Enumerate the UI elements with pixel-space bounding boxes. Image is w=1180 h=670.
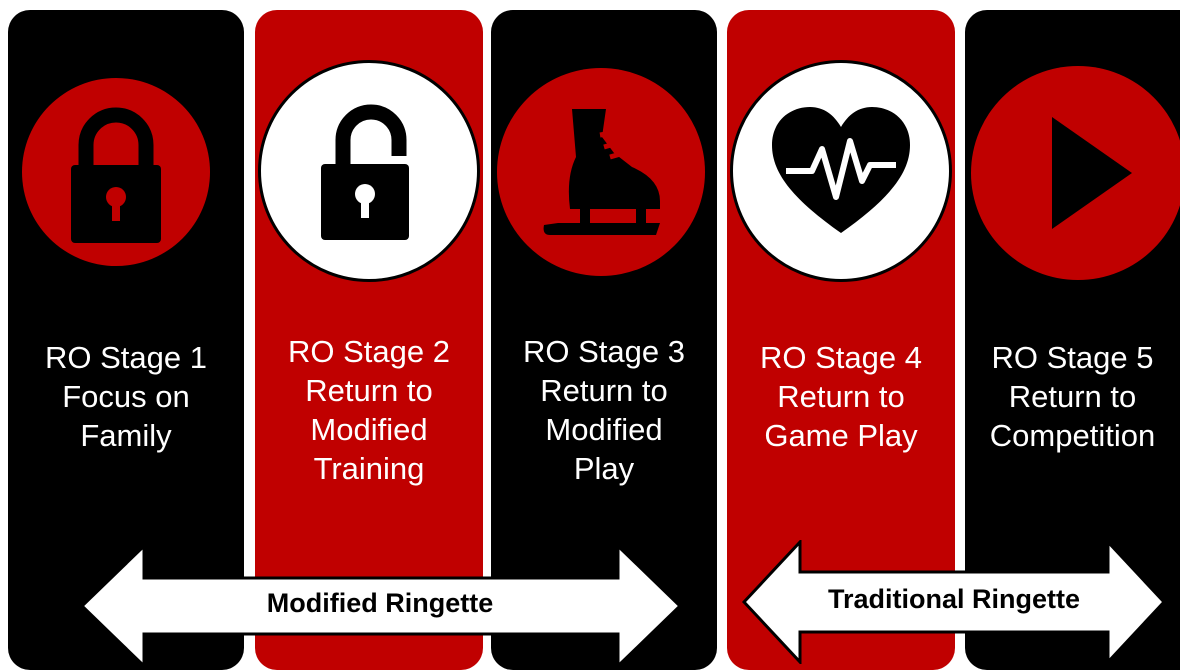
- stage-2-line-4: Training: [313, 451, 425, 486]
- modified-ringette-arrow: [80, 544, 682, 668]
- stage-3-line-1: RO Stage 3: [523, 334, 685, 369]
- stage-4-label: RO Stage 4 Return to Game Play: [727, 338, 955, 455]
- stage-1-label: RO Stage 1 Focus on Family: [8, 338, 244, 455]
- stage-1-line-3: Family: [80, 418, 172, 453]
- traditional-ringette-label: Traditional Ringette: [827, 584, 1081, 614]
- stage-3-column: RO Stage 3 Return to Modified Play: [491, 10, 717, 670]
- stage-4-circle: [730, 60, 952, 282]
- stage-2-label: RO Stage 2 Return to Modified Training: [255, 332, 483, 488]
- skate-icon: [543, 109, 660, 235]
- stage-4-line-1: RO Stage 4: [760, 340, 922, 375]
- stage-5-line-3: Competition: [989, 418, 1156, 453]
- play-icon: [1052, 117, 1132, 229]
- traditional-ringette-arrow: [742, 540, 1166, 664]
- stage-1-line-1: RO Stage 1: [45, 340, 207, 375]
- stage-2-line-3: Modified: [310, 412, 428, 447]
- stage-2-column: RO Stage 2 Return to Modified Training: [255, 10, 483, 670]
- stage-4-line-3: Game Play: [764, 418, 918, 453]
- stage-2-line-1: RO Stage 2: [288, 334, 450, 369]
- stage-5-line-2: Return to: [1008, 379, 1137, 414]
- stage-3-line-2: Return to: [540, 373, 668, 408]
- lock-closed-icon: [71, 107, 161, 243]
- stage-3-line-3: Modified: [545, 412, 663, 447]
- stage-4-line-2: Return to: [777, 379, 905, 414]
- modified-ringette-label: Modified Ringette: [266, 588, 494, 618]
- stage-4-column: RO Stage 4 Return to Game Play: [727, 10, 955, 670]
- stage-1-circle: [22, 78, 210, 266]
- stage-5-line-1: RO Stage 5: [991, 340, 1154, 375]
- stage-2-circle: [258, 60, 480, 282]
- stage-1-column: RO Stage 1 Focus on Family: [8, 10, 244, 670]
- stage-3-line-4: Play: [573, 451, 635, 486]
- heartbeat-icon: [772, 107, 910, 233]
- stage-3-circle: [497, 68, 705, 276]
- stage-2-line-2: Return to: [305, 373, 433, 408]
- stage-5-circle: [971, 66, 1180, 280]
- stage-5-column: RO Stage 5 Return to Competition: [965, 10, 1180, 670]
- stage-3-label: RO Stage 3 Return to Modified Play: [491, 332, 717, 488]
- stage-5-label: RO Stage 5 Return to Competition: [965, 338, 1180, 455]
- lock-open-icon: [321, 104, 409, 240]
- stage-1-line-2: Focus on: [62, 379, 190, 414]
